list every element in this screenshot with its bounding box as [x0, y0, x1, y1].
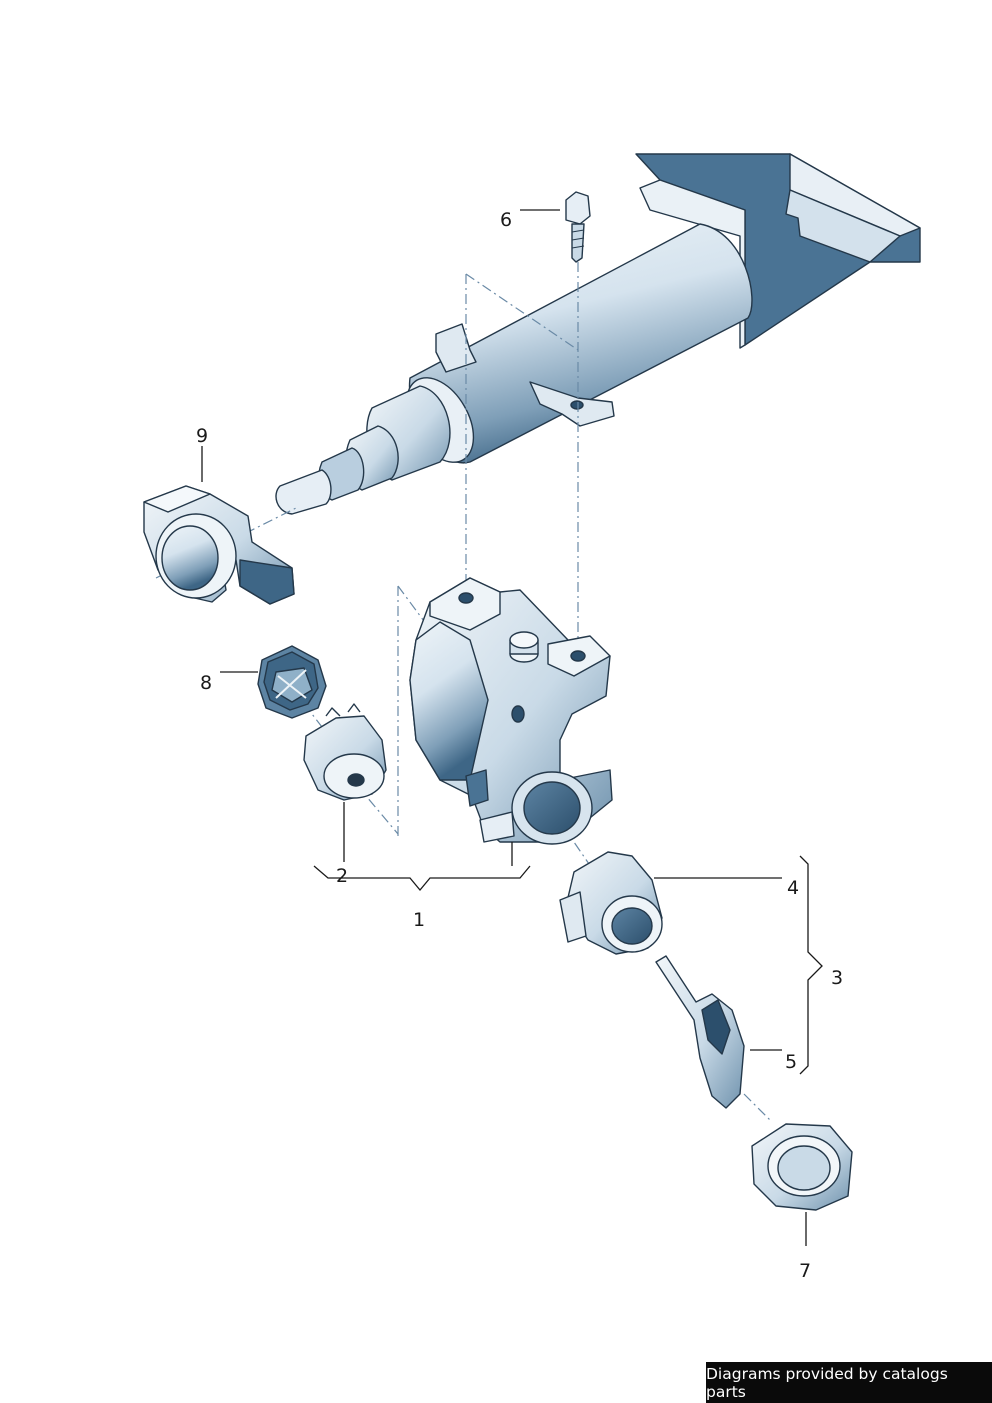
callout-4: 4	[787, 877, 799, 899]
connector-part-8	[257, 645, 327, 719]
lock-cylinder-part-4	[559, 851, 663, 955]
ignition-switch-part-2	[303, 703, 387, 801]
nut-part-7	[751, 1123, 853, 1211]
screw-part-6	[565, 191, 591, 263]
credit-banner: Diagrams provided by catalogs parts	[706, 1362, 992, 1403]
leader-lines	[201, 209, 823, 1246]
callout-6: 6	[500, 209, 512, 231]
key-part-5	[655, 955, 745, 1109]
callout-labels: 6 9 8 2 1 4 3 5 7	[196, 209, 843, 1282]
callout-3: 3	[831, 967, 843, 989]
credit-text: Diagrams provided by catalogs parts	[706, 1364, 948, 1401]
callout-8: 8	[200, 672, 212, 694]
callout-7: 7	[799, 1260, 811, 1282]
clamp-ring-part-9	[143, 485, 295, 605]
callout-9: 9	[196, 425, 208, 447]
lock-housing-part-1	[409, 577, 613, 845]
callout-5: 5	[785, 1051, 797, 1073]
callout-2: 2	[336, 865, 348, 887]
callout-1: 1	[413, 909, 425, 931]
steering-column	[275, 153, 921, 515]
